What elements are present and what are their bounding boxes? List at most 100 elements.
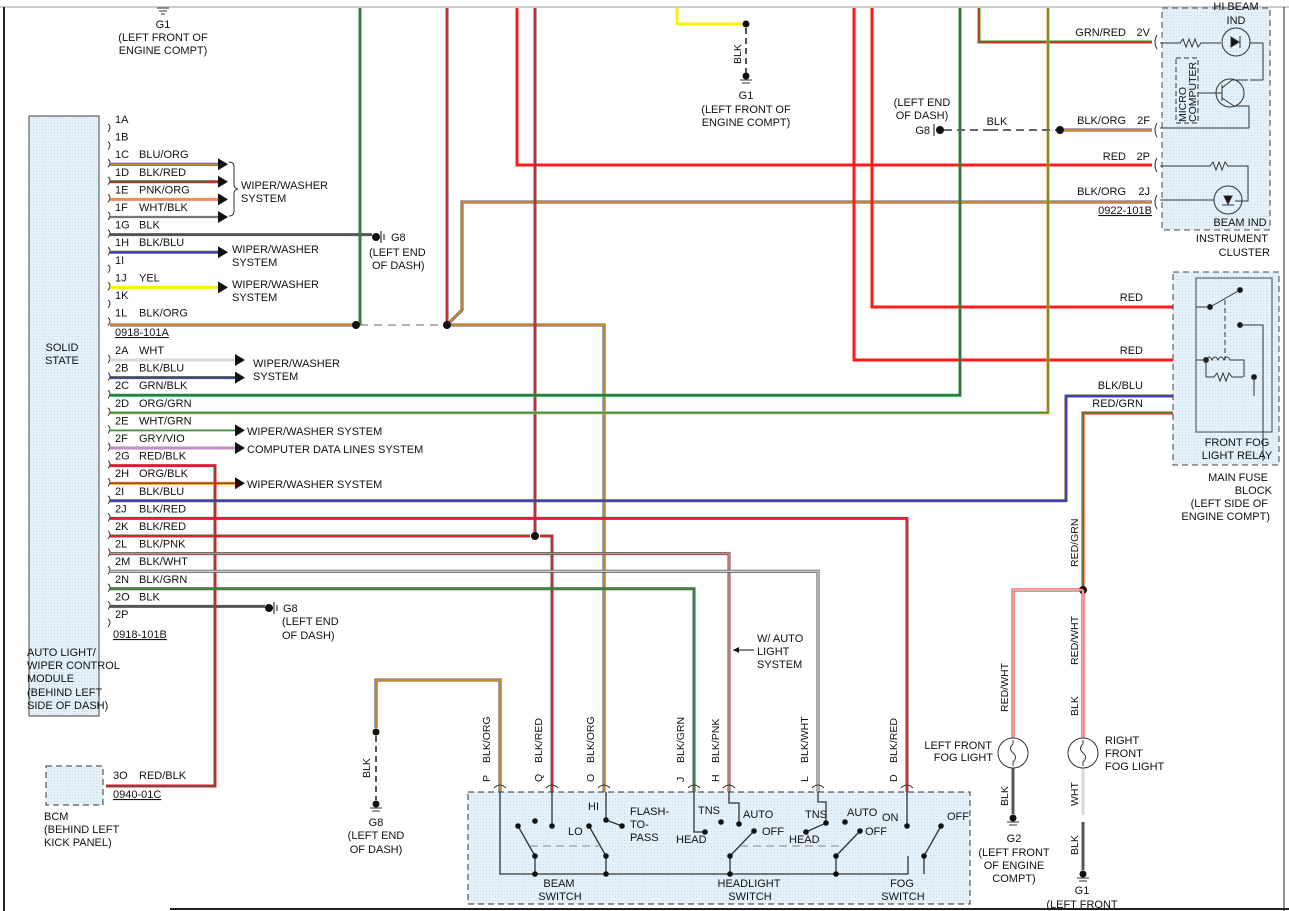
pin-id: 2A — [115, 345, 129, 357]
main-fuse-block[interactable] — [1172, 271, 1280, 466]
pin-id: 2L — [115, 539, 127, 551]
module-pin-2p[interactable]: 2P — [107, 609, 128, 628]
arrow-icon — [235, 354, 245, 366]
module-name-1: SOLID — [45, 342, 78, 354]
module-pin-1i[interactable]: 1I — [107, 255, 124, 274]
svg-text:BLK: BLK — [1069, 835, 1081, 855]
hi-beam-ind-label-1: HI BEAM — [1213, 1, 1258, 13]
switch-internals — [499, 792, 942, 875]
module-name-2: STATE — [45, 355, 79, 367]
connector-0918-101b: 0918-101B — [113, 629, 167, 641]
wires — [106, 8, 1196, 870]
wire-to-switch-q — [540, 534, 554, 792]
arrow-icon — [218, 211, 228, 223]
svg-text:(BEHIND LEFT: (BEHIND LEFT — [44, 824, 119, 836]
auto-light-module[interactable] — [28, 115, 100, 717]
pin-id: 2H — [115, 468, 129, 480]
cluster-caption-2: CLUSTER — [1219, 247, 1270, 259]
svg-text:2J: 2J — [1138, 186, 1150, 198]
svg-text:MODULE: MODULE — [27, 673, 74, 685]
svg-text:BLK: BLK — [361, 758, 373, 778]
pin-id: 2D — [115, 398, 129, 410]
bcm-box[interactable] — [45, 765, 104, 806]
svg-text:SYSTEM: SYSTEM — [232, 257, 277, 269]
svg-text:OF DASH): OF DASH) — [896, 110, 949, 122]
pin-id: 1B — [115, 132, 128, 144]
pin-id: 2P — [115, 609, 128, 621]
pin-wire-color: WHT — [139, 345, 164, 357]
svg-text:G1: G1 — [1075, 885, 1090, 897]
arrow-icon — [218, 281, 228, 294]
svg-text:RED: RED — [1120, 292, 1143, 304]
svg-text:HEAD: HEAD — [789, 834, 820, 846]
cluster-internals — [1160, 27, 1264, 215]
pin-wire-color: ORG/GRN — [139, 398, 192, 410]
module-pin-1b[interactable]: 1B — [107, 132, 128, 150]
left-front-fog-light[interactable] — [997, 737, 1029, 769]
arrow-icon — [235, 477, 245, 490]
right-front-fog-light[interactable] — [1067, 737, 1099, 769]
svg-text:WIPER/WASHER: WIPER/WASHER — [241, 180, 328, 192]
ground-g1-bottom: G1 (LEFT FRONT — [1046, 870, 1118, 911]
svg-text:(LEFT SIDE OF: (LEFT SIDE OF — [1191, 498, 1269, 510]
svg-text:WIPER/WASHER: WIPER/WASHER — [232, 279, 319, 291]
pin-id: 1F — [115, 202, 128, 214]
svg-text:Q: Q — [533, 774, 545, 782]
module-pin-1k[interactable]: 1K — [107, 290, 129, 309]
arrow-icon — [235, 424, 245, 437]
pin-id: 2B — [115, 363, 128, 375]
wire-2d — [110, 8, 1050, 415]
pin-wire-color: BLK/WHT — [139, 556, 188, 568]
pin-id: 1D — [115, 167, 129, 179]
front-fog-light-relay[interactable] — [1195, 277, 1273, 433]
svg-text:G2: G2 — [1007, 833, 1022, 845]
wire-2i — [110, 394, 1196, 503]
wiper-washer-labels: WIPER/WASHER SYSTEM WIPER/WASHER SYSTEM … — [228, 161, 423, 491]
pin-id: 1H — [115, 237, 129, 249]
svg-text:G8: G8 — [915, 125, 930, 137]
wire-yel-top — [675, 8, 742, 26]
micro-computer-label-1: MICRO — [1177, 87, 1189, 122]
svg-text:G1: G1 — [156, 19, 171, 31]
svg-text:GRN/RED: GRN/RED — [1075, 27, 1126, 39]
pin-wire-color: WHT/GRN — [139, 415, 192, 427]
svg-text:OF ENGINE: OF ENGINE — [984, 860, 1045, 872]
svg-text:BLK/PNK: BLK/PNK — [710, 719, 722, 763]
relay-internals — [1196, 287, 1264, 461]
module-pin-2d[interactable]: 2D ORG/GRN — [107, 398, 192, 417]
wire-cluster-2v — [977, 8, 1152, 44]
connector-0918-101a: 0918-101A — [115, 327, 169, 339]
svg-text:SYSTEM: SYSTEM — [253, 371, 298, 383]
beam-ind-label: BEAM IND — [1213, 217, 1266, 229]
wire-fog-feed — [1081, 411, 1196, 590]
svg-text:RED/WHT: RED/WHT — [1069, 615, 1081, 665]
svg-text:SWITCH: SWITCH — [881, 891, 924, 903]
wire-left-fog — [1011, 588, 1083, 738]
svg-text:ENGINE COMPT): ENGINE COMPT) — [119, 45, 208, 57]
module-pin-1a[interactable]: 1A — [107, 114, 129, 133]
svg-text:OFF: OFF — [762, 826, 784, 838]
wire-2n — [110, 587, 696, 792]
